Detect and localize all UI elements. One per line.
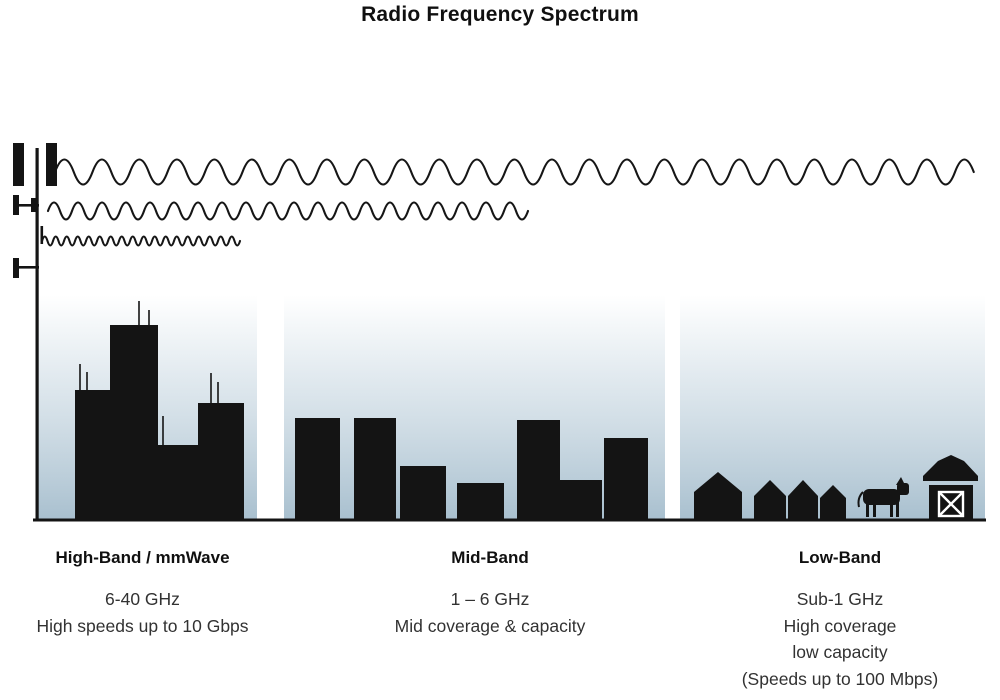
mid-band-scene bbox=[295, 418, 648, 520]
cow-body bbox=[863, 489, 900, 505]
mid-rise-building bbox=[560, 480, 602, 520]
band-description: (Speeds up to 100 Mbps) bbox=[741, 668, 939, 689]
band-frequency: 1 – 6 GHz bbox=[450, 589, 530, 609]
page-title: Radio Frequency Spectrum bbox=[361, 3, 639, 26]
spectrum-illustration bbox=[13, 143, 986, 522]
cow-leg bbox=[873, 502, 876, 517]
low-band-scene bbox=[694, 455, 978, 520]
barn-door-cross bbox=[938, 491, 964, 517]
mid-rise-building bbox=[354, 418, 396, 520]
band-description: Mid coverage & capacity bbox=[394, 615, 586, 636]
mid-rise-building bbox=[604, 438, 648, 520]
tower-panel-top-left bbox=[13, 143, 24, 186]
cow-tail bbox=[857, 491, 864, 508]
mid-rise-building bbox=[400, 466, 446, 520]
band-name: Mid-Band bbox=[451, 548, 529, 567]
radio-waves bbox=[40, 158, 975, 247]
cow-ear bbox=[896, 477, 905, 485]
band-name: High-Band / mmWave bbox=[55, 548, 230, 567]
tower-crossarm-mid bbox=[15, 204, 39, 207]
sky-block-low-band bbox=[680, 295, 985, 519]
skyscraper bbox=[75, 390, 111, 520]
tower-panel-mid bbox=[13, 195, 19, 215]
mid-rise-building bbox=[457, 483, 504, 520]
cow-leg bbox=[890, 502, 893, 517]
band-description: low capacity bbox=[792, 642, 888, 662]
band-frequency: Sub-1 GHz bbox=[796, 589, 884, 609]
cell-tower-icon bbox=[13, 143, 57, 520]
skyscraper-tall bbox=[110, 325, 158, 520]
tower-mast bbox=[35, 148, 39, 520]
skyscraper-short bbox=[158, 445, 198, 520]
house bbox=[788, 480, 818, 520]
band-label-mid-band: Mid-Band 1 – 6 GHz Mid coverage & capaci… bbox=[335, 548, 645, 639]
house bbox=[694, 472, 742, 520]
tower-crossarm-low bbox=[15, 266, 39, 269]
high-band-wave bbox=[40, 235, 242, 247]
band-frequency: 6-40 GHz bbox=[105, 589, 180, 609]
tower-dipole bbox=[40, 226, 44, 244]
mid-rise-building bbox=[295, 418, 340, 520]
house bbox=[820, 485, 846, 520]
skyscraper bbox=[198, 403, 244, 520]
cow-head bbox=[897, 483, 909, 495]
barn-roof bbox=[923, 455, 978, 481]
cow-icon bbox=[857, 477, 909, 517]
band-label-high-band: High-Band / mmWave 6-40 GHz High speeds … bbox=[15, 548, 270, 639]
band-description: High speeds up to 10 Gbps bbox=[36, 615, 249, 636]
band-label-low-band: Low-Band Sub-1 GHz High coverage low cap… bbox=[685, 548, 995, 692]
barn-icon bbox=[923, 455, 978, 520]
band-description: High coverage bbox=[783, 615, 897, 636]
mid-band-wave bbox=[46, 201, 530, 221]
band-name: Low-Band bbox=[798, 548, 882, 567]
barn-door bbox=[937, 490, 965, 518]
high-band-scene bbox=[75, 301, 244, 520]
tower-panel-mid-small bbox=[31, 198, 36, 212]
cow-leg bbox=[866, 502, 869, 517]
house bbox=[754, 480, 786, 520]
tower-panel-top-right bbox=[46, 143, 57, 186]
cow-leg bbox=[896, 502, 899, 517]
mid-rise-building bbox=[517, 420, 560, 520]
low-band-wave bbox=[53, 158, 975, 186]
tower-panel-low bbox=[13, 258, 19, 278]
